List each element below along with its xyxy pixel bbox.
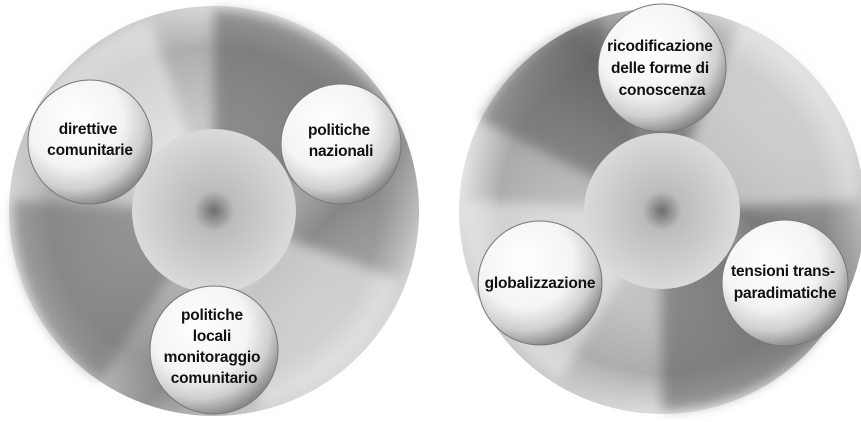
cycle-diagram-right: ricodificazione delle forme di conoscenz… xyxy=(459,4,861,414)
node-tensioni-transparadimatiche: tensioni trans- paradimatiche xyxy=(722,220,848,346)
node-label: ricodificazione delle forme di conoscenz… xyxy=(607,38,717,99)
node-sphere xyxy=(722,220,848,346)
node-ricodificazione: ricodificazione delle forme di conoscenz… xyxy=(598,4,726,132)
cycle-diagram-left: direttive comunitarie politiche nazional… xyxy=(9,6,419,416)
node-globalizzazione: globalizzazione xyxy=(478,221,602,345)
node-label: globalizzazione xyxy=(485,275,596,292)
node-politiche-nazionali: politiche nazionali xyxy=(281,84,401,204)
node-politiche-locali: politiche locali monitoraggio comunitari… xyxy=(150,286,278,414)
hub-disk xyxy=(584,133,740,289)
hub-disk xyxy=(132,129,296,293)
node-direttive-comunitarie: direttive comunitarie xyxy=(28,80,152,204)
